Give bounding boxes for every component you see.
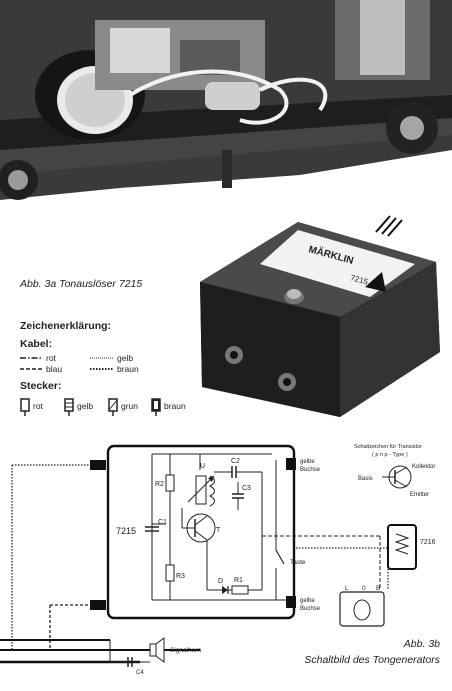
transistor-symbol-type: ( p n p - Type ) <box>372 452 408 458</box>
pin-0-label: 0 <box>362 585 366 592</box>
legend-title: Zeichenerklärung: <box>20 320 112 332</box>
c1-label: C1 <box>158 519 167 526</box>
pin-l-label: L <box>345 585 349 592</box>
c4-label: C4 <box>136 670 144 676</box>
socket-top-line1: gelbe <box>300 459 315 465</box>
pot-label: U <box>200 463 205 470</box>
socket-bottom-line1: gelbe <box>300 598 315 604</box>
plug-rot-label: rot <box>33 401 43 411</box>
cable-braun-label: braun <box>117 364 139 374</box>
module-label: 7216 <box>420 539 436 546</box>
cable-legend <box>20 357 114 370</box>
locomotive-chassis-photo <box>0 0 452 212</box>
circuit-diagram: 7215 R2 R3 C1 U C2 C3 T D R1 <box>0 444 436 676</box>
plug-braun-label: braun <box>164 401 186 411</box>
r2-label: R2 <box>155 481 164 488</box>
signalhorn-label: Signalhorn <box>170 647 201 654</box>
socket-top-line2: Buchse <box>300 467 321 473</box>
caption-abb-3b: Abb. 3b <box>403 638 440 650</box>
plug-grun-label: grun <box>121 401 139 411</box>
basis-label: Basis <box>358 476 373 482</box>
transistor-label: T <box>216 527 221 534</box>
cable-rot-label: rot <box>46 353 56 363</box>
diode-label: D <box>218 578 223 585</box>
caption-schaltbild: Schaltbild des Tongenerators <box>304 654 440 666</box>
r1-label: R1 <box>234 577 243 584</box>
plug-legend <box>20 398 161 416</box>
cable-gelb-label: gelb <box>117 353 134 363</box>
legend-stecker-label: Stecker: <box>20 380 62 392</box>
cable-blau-label: blau <box>46 364 63 374</box>
unit-7215-outline <box>106 444 296 620</box>
c2-label: C2 <box>231 458 240 465</box>
transistor-symbol-title: Schaltzeichen für Transistor <box>354 444 422 450</box>
caption-abb-3a: Abb. 3a Tonauslöser 7215 <box>20 278 143 290</box>
plug-gelb-label: gelb <box>77 401 94 411</box>
tone-generator-box-photo: MÄRKLIN 7215 <box>190 212 452 424</box>
taste-label: Taste <box>290 559 306 566</box>
pin-b-label: B <box>376 585 380 592</box>
c3-label: C3 <box>242 485 251 492</box>
unit-label: 7215 <box>116 526 136 536</box>
socket-bottom-line2: Buchse <box>300 606 321 612</box>
r3-label: R3 <box>176 573 185 580</box>
legend-kabel-label: Kabel: <box>20 338 53 350</box>
emitter-label: Emitter <box>410 492 429 498</box>
kollektor-label: Kollektor <box>412 464 435 470</box>
